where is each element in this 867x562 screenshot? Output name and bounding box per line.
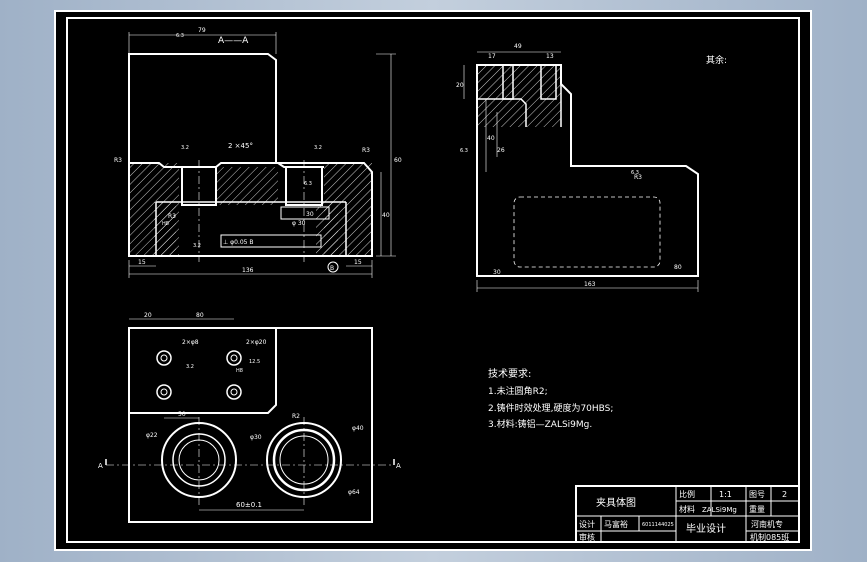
top-view[interactable] [105, 318, 395, 523]
tb-design-label: 设计 [579, 519, 595, 529]
tech-title: 技术要求: [488, 367, 531, 380]
center-distance: 60±0.1 [236, 501, 262, 509]
tb-weight-label: 重量 [749, 504, 765, 514]
holes-2x20: 2×φ20 [246, 339, 267, 346]
tb-material-label: 材料 [679, 504, 695, 514]
dim-80b: 80 [196, 312, 204, 319]
dim-30b: 30 [493, 269, 501, 276]
datum-b: B [330, 265, 334, 272]
tb-drawing-no-value: 2 [782, 490, 787, 499]
dim-49: 49 [514, 43, 522, 50]
drawing-canvas: A——A 其余: 79 136 15 15 60 30 40 49 17 13 … [66, 17, 800, 543]
fit-h8-b: H8 [236, 368, 243, 374]
phi30b-label: φ30 [250, 434, 262, 441]
tb-class: 机制085班 [750, 532, 789, 542]
section-label: A——A [218, 36, 249, 46]
dim-80: 80 [674, 264, 682, 271]
r3-label-b: R3 [362, 147, 370, 154]
tb-name: 夹具体图 [596, 496, 636, 509]
phi40-label: φ40 [352, 425, 364, 432]
section-mark-a-right: A [396, 462, 401, 470]
phi64-label: φ64 [348, 489, 360, 496]
roughness-6: 12.5 [249, 359, 260, 365]
drawing-sheet: A——A 其余: 79 136 15 15 60 30 40 49 17 13 … [54, 10, 812, 551]
tb-scale-value: 1:1 [719, 490, 732, 499]
tech-line-2: 2.铸件时效处理,硬度为70HBS; [488, 402, 613, 414]
section-mark-a-left: A [98, 462, 103, 470]
roughness-9: 3.2 [193, 243, 201, 249]
dim-163: 163 [584, 281, 596, 288]
r2-label: R2 [292, 413, 300, 420]
dim-136: 136 [242, 267, 254, 274]
tolerance-frame: ⊥ φ0.05 B [223, 239, 253, 246]
inner-frame [66, 17, 800, 543]
tb-project: 毕业设计 [686, 522, 726, 535]
r3-label-d: R3 [634, 174, 642, 181]
side-view[interactable] [463, 51, 699, 292]
front-section-view[interactable] [128, 32, 396, 278]
dim-20: 20 [456, 82, 464, 89]
roughness-8: 6.3 [460, 148, 468, 154]
tb-drawing-no-label: 图号 [749, 490, 765, 499]
title-block [575, 485, 800, 543]
fit-h8-a: H8 [162, 221, 169, 227]
roughness-2: 3.2 [181, 145, 189, 151]
dim-79: 79 [198, 27, 206, 34]
roughness-1: 6.3 [176, 33, 184, 39]
tech-line-3: 3.材料:铸铝—ZALSi9Mg. [488, 418, 592, 430]
r3-label-c: R3 [168, 213, 176, 220]
tb-designer: 马富裕 [604, 519, 628, 529]
dim-30: 30 [306, 211, 314, 218]
r3-label-a: R3 [114, 157, 122, 164]
tb-school: 河南机专 [751, 519, 783, 529]
drawing-text: A——A 其余: 79 136 15 15 60 30 40 49 17 13 … [98, 27, 789, 542]
holes-2x8: 2×φ8 [182, 339, 199, 346]
dim-60: 60 [394, 157, 402, 164]
roughness-5: 3.2 [186, 364, 194, 370]
tb-student-no: 6011144025 [642, 522, 674, 528]
dim-15b: 15 [354, 259, 362, 266]
phi30-label: φ 30 [292, 220, 306, 227]
dim-40: 40 [382, 212, 390, 219]
roughness-4: 6.3 [631, 170, 639, 176]
dim-20b: 20 [144, 312, 152, 319]
chamfer-label: 2 ×45° [228, 142, 253, 150]
phi22-label: φ22 [146, 432, 158, 439]
dim-17: 17 [488, 53, 496, 60]
surface-rest-label: 其余: [706, 54, 727, 66]
dim-15a: 15 [138, 259, 146, 266]
dim-50: 50 [178, 411, 186, 418]
tb-review-label: 审核 [579, 532, 595, 542]
dim-26: 26 [497, 147, 505, 154]
tb-material-value: ZALSi9Mg [702, 506, 737, 514]
dim-13: 13 [546, 53, 554, 60]
dim-40b: 40 [487, 135, 495, 142]
tech-line-1: 1.未注圆角R2; [488, 385, 548, 397]
roughness-7: 6.3 [304, 181, 312, 187]
roughness-3: 3.2 [314, 145, 322, 151]
tb-scale-label: 比例 [679, 489, 695, 499]
